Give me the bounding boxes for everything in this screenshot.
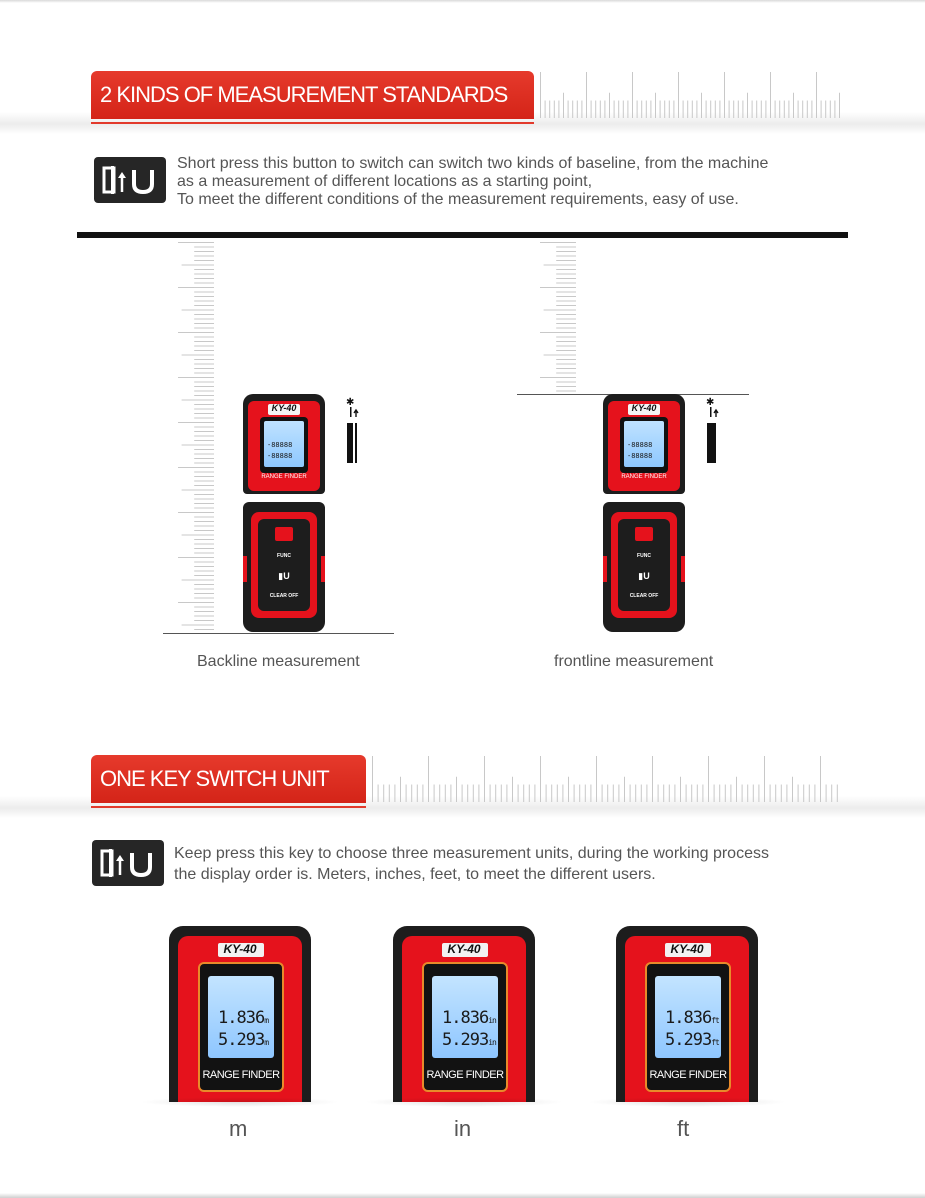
backline-baseline [163, 633, 394, 634]
lcd-digits: -88888 [267, 452, 293, 460]
model-label: KY-40 [631, 403, 657, 413]
baseline-key-icon [94, 157, 166, 203]
lcd-screen: 1.836m 5.293m [208, 976, 274, 1058]
lcd-digits: -88888 [267, 441, 293, 449]
model-label: KY-40 [271, 403, 297, 413]
panel-label: RANGE FINDER [649, 1069, 727, 1081]
panel-label: RANGE FINDER [426, 1069, 504, 1081]
description-line: Short press this button to switch can sw… [177, 155, 769, 172]
lcd-screen: -88888 -88888 [624, 421, 664, 467]
measure-button [275, 527, 293, 541]
banner-underline [91, 122, 534, 124]
baseline-key-icon: ▮U [278, 571, 290, 581]
baseline-key-icon: ▮U [638, 571, 650, 581]
reading-primary: 1.836 [442, 1008, 489, 1028]
panel-label: RANGE FINDER [261, 474, 307, 480]
unit-symbol: in [488, 1016, 497, 1025]
unit-display-m: KY-40 1.836m 5.293m RANGE FINDER [169, 926, 311, 1102]
description-line: Keep press this key to choose three meas… [174, 845, 769, 862]
description-1: Short press this button to switch can sw… [177, 155, 768, 209]
func-button-label: FUNC [637, 553, 651, 559]
unit-caption-ft: ft [677, 1116, 690, 1141]
device-body: FUNC ▮U CLEAR OFF [243, 502, 325, 632]
unit-symbol: ft [711, 1016, 720, 1025]
unit-caption-m: m [229, 1116, 248, 1141]
unit-symbol: m [264, 1016, 269, 1025]
lcd-digits: -88888 [627, 441, 653, 449]
description-line: as a measurement of different locations … [177, 173, 593, 190]
unit-display-in: KY-40 1.836in 5.293in RANGE FINDER [393, 926, 535, 1102]
lcd-screen: 1.836ft 5.293ft [655, 976, 721, 1058]
device-body: FUNC ▮U CLEAR OFF [603, 502, 685, 632]
model-label: KY-40 [670, 942, 704, 956]
panel-label: RANGE FINDER [202, 1069, 280, 1081]
section-title-banner: 2 KINDS OF MEASUREMENT STANDARDS [91, 71, 534, 119]
clear-button-label: CLEAR OFF [269, 593, 299, 599]
description-line: To meet the different conditions of the … [177, 191, 739, 208]
rangefinder-device-backline: KY-40 -88888 -88888 RANGE FINDER FUNC ▮U… [243, 394, 325, 634]
description-2: Keep press this key to choose three meas… [174, 843, 769, 885]
model-label: KY-40 [447, 942, 481, 956]
caption-frontline: frontline measurement [554, 653, 714, 670]
section-title-banner: ONE KEY SWITCH UNIT [91, 755, 366, 803]
lcd-screen: -88888 -88888 [264, 421, 304, 467]
section-title: ONE KEY SWITCH UNIT [100, 766, 330, 791]
section-title: 2 KINDS OF MEASUREMENT STANDARDS [100, 82, 508, 107]
func-button-label: FUNC [277, 553, 291, 559]
vertical-ruler-right [540, 242, 576, 392]
reading-secondary: 5.293 [442, 1030, 489, 1050]
bottom-border [0, 1193, 925, 1198]
backline-indicator-icon: ✱ [346, 397, 359, 463]
description-line: the display order is. Meters, inches, fe… [174, 866, 656, 883]
reading-secondary: 5.293 [665, 1030, 712, 1050]
measure-button [635, 527, 653, 541]
unit-symbol: m [264, 1038, 269, 1047]
banner-underline [91, 806, 366, 808]
device-head: KY-40 -88888 -88888 RANGE FINDER [243, 394, 325, 494]
header-ruler [372, 756, 838, 802]
model-label: KY-40 [223, 942, 257, 956]
reading-secondary: 5.293 [218, 1030, 265, 1050]
lcd-screen: 1.836in 5.293in [432, 976, 498, 1058]
reading-primary: 1.836 [665, 1008, 712, 1028]
panel-label: RANGE FINDER [621, 474, 667, 480]
frontline-indicator-icon: ✱ [706, 397, 719, 463]
vertical-ruler-left [178, 242, 214, 634]
unit-display-ft: KY-40 1.836ft 5.293ft RANGE FINDER [616, 926, 758, 1102]
lcd-digits: -88888 [627, 452, 653, 460]
reference-wall [77, 232, 848, 238]
top-border [0, 0, 925, 3]
unit-symbol: in [488, 1038, 497, 1047]
unit-symbol: ft [711, 1038, 720, 1047]
caption-backline: Backline measurement [197, 653, 360, 670]
device-head: KY-40 -88888 -88888 RANGE FINDER [603, 394, 685, 494]
unit-key-icon [92, 840, 164, 886]
rangefinder-device-frontline: KY-40 -88888 -88888 RANGE FINDER FUNC ▮U… [603, 394, 685, 634]
svg-text:✱: ✱ [706, 397, 714, 408]
clear-button-label: CLEAR OFF [629, 593, 659, 599]
unit-caption-in: in [454, 1116, 472, 1141]
reading-primary: 1.836 [218, 1008, 265, 1028]
header-ruler [540, 72, 840, 118]
svg-text:✱: ✱ [346, 397, 354, 408]
